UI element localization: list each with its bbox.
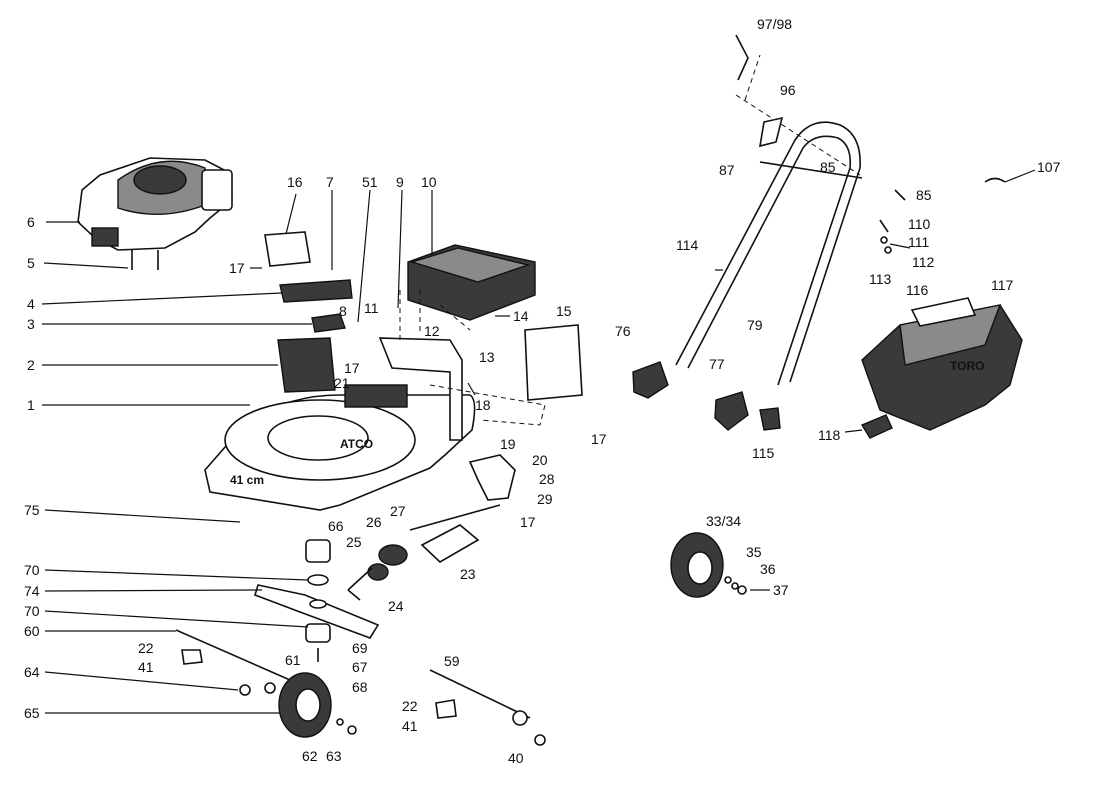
label-74: 74 xyxy=(24,583,40,599)
label-26: 26 xyxy=(366,514,382,530)
label-1: 1 xyxy=(27,397,35,413)
label-23: 23 xyxy=(460,566,476,582)
label-20: 20 xyxy=(532,452,548,468)
deck-size-marking: 41 cm xyxy=(230,473,264,487)
label-85-right: 85 xyxy=(916,187,932,203)
label-15: 15 xyxy=(556,303,572,319)
handle-knobs-drawing xyxy=(632,361,893,439)
label-19: 19 xyxy=(500,436,516,452)
label-2: 2 xyxy=(27,357,35,373)
label-96: 96 xyxy=(780,82,796,98)
label-22-left: 22 xyxy=(138,640,154,656)
rear-axle-drawing xyxy=(429,669,546,746)
rear-axle-parts-drawing xyxy=(347,504,501,601)
label-87: 87 xyxy=(719,162,735,178)
label-116: 116 xyxy=(906,282,929,298)
grass-bag-drawing: TORO xyxy=(861,297,1023,431)
label-65: 65 xyxy=(24,705,40,721)
deck-brand-marking: ATCO xyxy=(340,437,373,451)
label-115: 115 xyxy=(752,445,775,461)
label-70-top: 70 xyxy=(24,562,40,578)
label-112: 112 xyxy=(912,254,935,270)
label-35: 35 xyxy=(746,544,762,560)
deck-covers-drawing xyxy=(264,231,353,393)
label-24: 24 xyxy=(388,598,404,614)
label-85-handle: 85 xyxy=(820,159,836,175)
side-panel-drawing xyxy=(399,290,583,501)
label-5: 5 xyxy=(27,255,35,271)
bag-brand-marking: TORO xyxy=(950,359,984,373)
label-97-98: 97/98 xyxy=(757,16,792,32)
label-9: 9 xyxy=(396,174,404,190)
label-22-right: 22 xyxy=(402,698,418,714)
label-36: 36 xyxy=(760,561,776,577)
label-11: 11 xyxy=(364,300,379,316)
label-63: 63 xyxy=(326,748,342,764)
label-12: 12 xyxy=(424,323,440,339)
label-17-mid: 17 xyxy=(344,360,360,376)
front-axle-wheel-drawing xyxy=(175,629,357,738)
label-13: 13 xyxy=(479,349,495,365)
label-16: 16 xyxy=(287,174,303,190)
part-number-labels: 6 5 4 3 2 1 17 16 7 51 9 10 8 11 12 14 1… xyxy=(24,16,1061,766)
label-107: 107 xyxy=(1037,159,1061,175)
label-28: 28 xyxy=(539,471,555,487)
handle-drawing xyxy=(675,34,863,386)
label-8: 8 xyxy=(339,303,347,319)
handle-hardware-drawing xyxy=(879,177,1006,254)
label-114: 114 xyxy=(676,237,699,253)
rear-wheel-drawing xyxy=(670,532,747,598)
engine-drawing xyxy=(77,157,233,270)
control-box-drawing xyxy=(407,244,536,321)
label-10: 10 xyxy=(421,174,437,190)
label-7: 7 xyxy=(326,174,334,190)
label-117: 117 xyxy=(991,277,1014,293)
label-17-left: 17 xyxy=(229,260,245,276)
label-3: 3 xyxy=(27,316,35,332)
label-77: 77 xyxy=(709,356,725,372)
label-17-right: 17 xyxy=(591,431,607,447)
label-14: 14 xyxy=(513,308,529,324)
label-51: 51 xyxy=(362,174,378,190)
label-18: 18 xyxy=(475,397,491,413)
label-67: 67 xyxy=(352,659,368,675)
label-118: 118 xyxy=(818,427,841,443)
label-21: 21 xyxy=(334,375,350,391)
label-40: 40 xyxy=(508,750,524,766)
label-37: 37 xyxy=(773,582,789,598)
label-29: 29 xyxy=(537,491,553,507)
label-17-lower: 17 xyxy=(520,514,536,530)
leader-lines xyxy=(41,169,1036,714)
label-60: 60 xyxy=(24,623,40,639)
label-70-bottom: 70 xyxy=(24,603,40,619)
label-6: 6 xyxy=(27,214,35,230)
blade-assembly-drawing xyxy=(254,539,380,662)
label-41-left: 41 xyxy=(138,659,154,675)
label-68: 68 xyxy=(352,679,368,695)
label-27: 27 xyxy=(390,503,406,519)
label-59: 59 xyxy=(444,653,460,669)
label-69: 69 xyxy=(352,640,368,656)
label-110: 110 xyxy=(908,216,931,232)
label-111: 111 xyxy=(908,234,929,250)
mower-deck-drawing: 41 cm ATCO xyxy=(204,337,476,511)
label-33-34: 33/34 xyxy=(706,513,741,529)
label-66: 66 xyxy=(328,518,344,534)
label-62: 62 xyxy=(302,748,318,764)
label-64: 64 xyxy=(24,664,40,680)
label-25: 25 xyxy=(346,534,362,550)
label-76: 76 xyxy=(615,323,631,339)
label-41-right: 41 xyxy=(402,718,418,734)
label-75: 75 xyxy=(24,502,40,518)
label-61: 61 xyxy=(285,652,301,668)
label-4: 4 xyxy=(27,296,35,312)
label-79: 79 xyxy=(747,317,763,333)
label-113: 113 xyxy=(869,271,892,287)
